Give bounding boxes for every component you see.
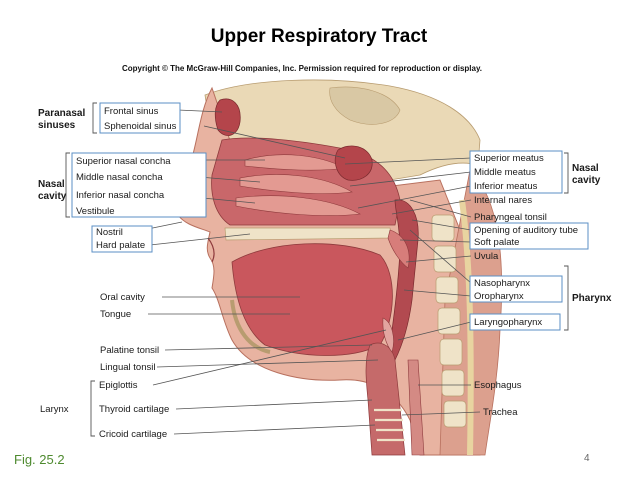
hard-palate-shape: [224, 227, 393, 241]
soft-palate-shape: [387, 229, 410, 269]
label-lingual-tonsil: Lingual tonsil: [100, 362, 155, 373]
group-pharynx: Pharynx: [572, 293, 612, 304]
label-vestibule: Vestibule: [76, 206, 115, 217]
slide-title: Upper Respiratory Tract: [210, 26, 428, 47]
larynx-shape: [365, 342, 406, 456]
label-pharyngeal-tonsil: Pharyngeal tonsil: [474, 212, 547, 223]
middle-concha-shape: [239, 174, 353, 194]
label-inferior-nasal-concha: Inferior nasal concha: [76, 190, 165, 201]
label-trachea: Trachea: [483, 407, 518, 418]
label-hard-palate: Hard palate: [96, 240, 145, 251]
label-oropharynx: Oropharynx: [474, 291, 524, 302]
pharynx-bracket: [564, 265, 569, 331]
nasal-right-bracket: [564, 152, 569, 194]
label-sphenoidal-sinus: Sphenoidal sinus: [104, 121, 177, 132]
label-middle-nasal-concha: Middle nasal concha: [76, 172, 163, 183]
label-opening-auditory-tube: Opening of auditory tube: [474, 225, 578, 236]
label-soft-palate: Soft palate: [474, 237, 519, 248]
vertebral-column: [431, 214, 467, 428]
copyright-notice: Copyright © The McGraw-Hill Companies, I…: [122, 64, 483, 73]
label-nostril: Nostril: [96, 227, 123, 238]
upper-lip: [207, 237, 215, 263]
label-palatine-tonsil: Palatine tonsil: [100, 345, 159, 356]
sphenoidal-sinus-shape: [334, 145, 373, 181]
nostril-palate-box: [91, 225, 153, 253]
larynx-bracket: [90, 380, 95, 437]
label-esophagus: Esophagus: [474, 380, 522, 391]
label-laryngopharynx: Laryngopharynx: [474, 317, 542, 328]
label-thyroid-cartilage: Thyroid cartilage: [99, 404, 169, 415]
page-number: 4: [584, 453, 590, 464]
label-inferior-meatus: Inferior meatus: [474, 181, 538, 192]
group-nasal-right-1: Nasal: [572, 163, 599, 174]
paranasal-box: [99, 102, 181, 134]
label-superior-nasal-concha: Superior nasal concha: [76, 156, 171, 167]
label-nasopharynx: Nasopharynx: [474, 278, 530, 289]
nasal-cavity-left-box: [71, 152, 207, 218]
figure-reference: Fig. 25.2: [14, 452, 65, 467]
label-frontal-sinus: Frontal sinus: [104, 106, 159, 117]
pharynx-sub-box: [469, 275, 563, 303]
label-internal-nares: Internal nares: [474, 195, 532, 206]
group-nasal-left-1: Nasal: [38, 179, 65, 190]
orbit-region: [329, 86, 401, 125]
nasal-left-bracket: [65, 152, 70, 218]
label-superior-meatus: Superior meatus: [474, 153, 544, 164]
group-paranasal-2: sinuses: [38, 120, 76, 131]
label-tongue: Tongue: [100, 309, 131, 320]
tongue-shape: [231, 243, 393, 356]
laryngopharynx-box: [469, 313, 561, 331]
label-middle-meatus: Middle meatus: [474, 167, 536, 178]
group-paranasal-1: Paranasal: [38, 108, 85, 119]
group-larynx: Larynx: [40, 404, 69, 415]
esophagus-shape: [407, 359, 425, 456]
label-uvula: Uvula: [474, 251, 499, 262]
trachea-rings: [374, 408, 405, 442]
group-nasal-left-2: cavity: [38, 191, 67, 202]
head-illustration: [176, 79, 503, 456]
paranasal-bracket: [92, 102, 97, 134]
mandible: [230, 299, 271, 354]
label-oral-cavity: Oral cavity: [100, 292, 145, 303]
label-cricoid-cartilage: Cricoid cartilage: [99, 429, 167, 440]
nasal-meatus-box: [469, 150, 563, 194]
epiglottis-shape: [382, 317, 394, 353]
frontal-sinus-shape: [214, 98, 241, 136]
label-epiglottis: Epiglottis: [99, 380, 138, 391]
group-nasal-right-2: cavity: [572, 175, 601, 186]
spinal-cord: [459, 199, 474, 456]
leader-lines-right: [344, 157, 481, 416]
inferior-concha-shape: [235, 195, 361, 216]
auditory-palate-box: [469, 222, 589, 250]
